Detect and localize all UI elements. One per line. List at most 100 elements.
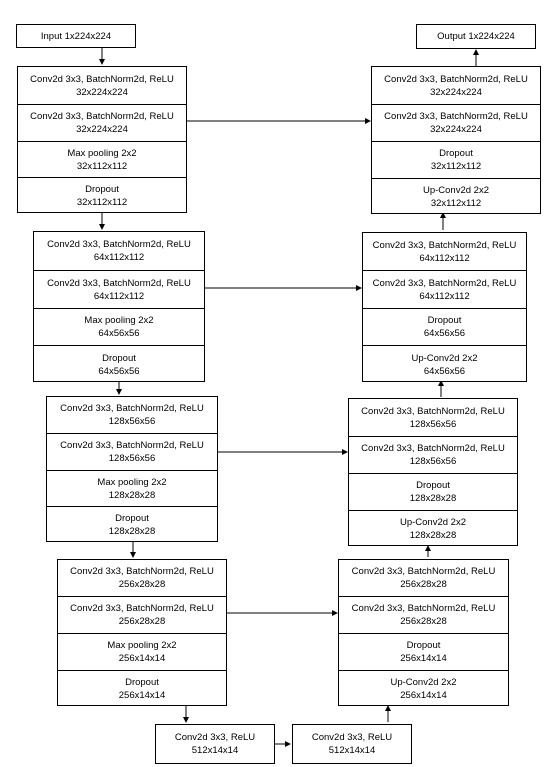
layer-label: Dropout bbox=[427, 315, 462, 326]
layer-label: Dropout bbox=[416, 480, 450, 491]
layer-label: Up-Conv2d 2x2 bbox=[422, 185, 489, 196]
tensor-shape-label: 32x112x112 bbox=[76, 160, 128, 172]
layer-label: Up-Conv2d 2x2 bbox=[411, 352, 478, 364]
layer-label: Max pooling 2x2 bbox=[67, 147, 137, 159]
encoder-2-max-pooling: Max pooling 2x2 64x56x56 bbox=[34, 308, 204, 345]
input-label: Input 1x224x224 bbox=[40, 30, 112, 42]
layer-label: Dropout bbox=[406, 640, 441, 651]
encoder-block-3: Conv2d 3x3, BatchNorm2d, ReLU 128x56x56 C… bbox=[46, 396, 218, 542]
bottleneck-block-1: Conv2d 3x3, ReLU 512x14x14 bbox=[155, 724, 275, 764]
layer-label: Up-Conv2d 2x2 bbox=[399, 517, 466, 528]
tensor-shape-label: 32x224x224 bbox=[76, 124, 128, 135]
tensor-shape-label: 32x224x224 bbox=[430, 124, 482, 135]
input-box: Input 1x224x224 bbox=[16, 24, 136, 48]
tensor-shape-label: 64x56x56 bbox=[423, 328, 466, 339]
tensor-shape-label: 32x112x112 bbox=[430, 198, 482, 209]
tensor-shape-label: 128x28x28 bbox=[108, 526, 156, 537]
tensor-shape-label: 128x28x28 bbox=[409, 530, 457, 541]
layer-label: Max pooling 2x2 bbox=[107, 640, 177, 651]
encoder-1-dropout: Dropout 32x112x112 bbox=[18, 177, 186, 214]
layer-label: Conv2d 3x3, BatchNorm2d, ReLU bbox=[70, 603, 214, 614]
layer-label: Max pooling 2x2 bbox=[97, 476, 167, 488]
tensor-shape-label: 128x56x56 bbox=[409, 418, 457, 430]
output-label: Output 1x224x224 bbox=[437, 31, 515, 42]
tensor-shape-label: 128x56x56 bbox=[108, 453, 156, 464]
layer-label: Dropout bbox=[85, 184, 119, 195]
layer-label: Conv2d 3x3, BatchNorm2d, ReLU bbox=[361, 405, 505, 417]
tensor-shape-label: 64x112x112 bbox=[93, 252, 145, 263]
encoder-4-conv-1: Conv2d 3x3, BatchNorm2d, ReLU 256x28x28 bbox=[58, 560, 226, 596]
layer-label: Conv2d 3x3, BatchNorm2d, ReLU bbox=[351, 603, 496, 614]
encoder-3-conv-2: Conv2d 3x3, BatchNorm2d, ReLU 128x56x56 bbox=[47, 433, 217, 470]
encoder-2-conv-1: Conv2d 3x3, BatchNorm2d, ReLU 64x112x112 bbox=[34, 232, 204, 270]
encoder-block-4: Conv2d 3x3, BatchNorm2d, ReLU 256x28x28 C… bbox=[57, 559, 227, 706]
tensor-shape-label: 512x14x14 bbox=[328, 745, 376, 756]
decoder-2-dropout: Dropout 64x56x56 bbox=[363, 308, 526, 345]
layer-label: Up-Conv2d 2x2 bbox=[390, 677, 457, 688]
tensor-shape-label: 512x14x14 bbox=[191, 745, 239, 756]
layer-label: Conv2d 3x3, BatchNorm2d, ReLU bbox=[60, 440, 204, 451]
tensor-shape-label: 64x56x56 bbox=[98, 328, 140, 339]
tensor-shape-label: 32x224x224 bbox=[430, 86, 482, 98]
layer-label: Max pooling 2x2 bbox=[84, 315, 154, 326]
layer-label: Conv2d 3x3, BatchNorm2d, ReLU bbox=[384, 111, 528, 122]
layer-label: Conv2d 3x3, BatchNorm2d, ReLU bbox=[30, 73, 174, 85]
layer-label: Conv2d 3x3, BatchNorm2d, ReLU bbox=[47, 277, 191, 289]
tensor-shape-label: 256x14x14 bbox=[118, 653, 166, 664]
layer-label: Conv2d 3x3, BatchNorm2d, ReLU bbox=[47, 239, 191, 250]
layer-label: Conv2d 3x3, BatchNorm2d, ReLU bbox=[372, 277, 517, 289]
tensor-shape-label: 64x56x56 bbox=[423, 365, 466, 377]
layer-label: Conv2d 3x3, BatchNorm2d, ReLU bbox=[351, 566, 496, 577]
decoder-1-conv-2: Conv2d 3x3, BatchNorm2d, ReLU 32x224x224 bbox=[372, 104, 540, 141]
tensor-shape-label: 128x28x28 bbox=[108, 489, 156, 501]
tensor-shape-label: 256x28x28 bbox=[118, 579, 166, 590]
layer-label: Conv2d 3x3, BatchNorm2d, ReLU bbox=[70, 566, 214, 577]
tensor-shape-label: 32x112x112 bbox=[430, 161, 482, 172]
tensor-shape-label: 32x112x112 bbox=[76, 197, 128, 208]
tensor-shape-label: 256x28x28 bbox=[118, 616, 166, 627]
output-box: Output 1x224x224 bbox=[416, 24, 536, 49]
encoder-4-conv-2: Conv2d 3x3, BatchNorm2d, ReLU 256x28x28 bbox=[58, 596, 226, 633]
decoder-1-dropout: Dropout 32x112x112 bbox=[372, 141, 540, 178]
encoder-3-dropout: Dropout 128x28x28 bbox=[47, 506, 217, 543]
layer-label: Conv2d 3x3, BatchNorm2d, ReLU bbox=[361, 443, 505, 454]
decoder-3-up-conv: Up-Conv2d 2x2 128x28x28 bbox=[349, 510, 517, 547]
tensor-shape-label: 64x112x112 bbox=[93, 290, 145, 302]
layer-label: Dropout bbox=[439, 148, 473, 159]
encoder-4-max-pooling: Max pooling 2x2 256x14x14 bbox=[58, 633, 226, 670]
decoder-1-up-conv: Up-Conv2d 2x2 32x112x112 bbox=[372, 178, 540, 215]
layer-label: Dropout bbox=[115, 513, 149, 524]
encoder-3-conv-1: Conv2d 3x3, BatchNorm2d, ReLU 128x56x56 bbox=[47, 397, 217, 433]
tensor-shape-label: 128x56x56 bbox=[409, 456, 457, 467]
bottleneck-1-conv: Conv2d 3x3, ReLU 512x14x14 bbox=[156, 725, 274, 763]
tensor-shape-label: 64x56x56 bbox=[98, 365, 140, 377]
tensor-shape-label: 128x56x56 bbox=[108, 416, 156, 427]
layer-label: Conv2d 3x3, ReLU bbox=[174, 732, 256, 743]
decoder-3-conv-2: Conv2d 3x3, BatchNorm2d, ReLU 128x56x56 bbox=[349, 436, 517, 473]
tensor-shape-label: 256x14x14 bbox=[118, 690, 166, 701]
layer-label: Conv2d 3x3, BatchNorm2d, ReLU bbox=[60, 403, 204, 414]
